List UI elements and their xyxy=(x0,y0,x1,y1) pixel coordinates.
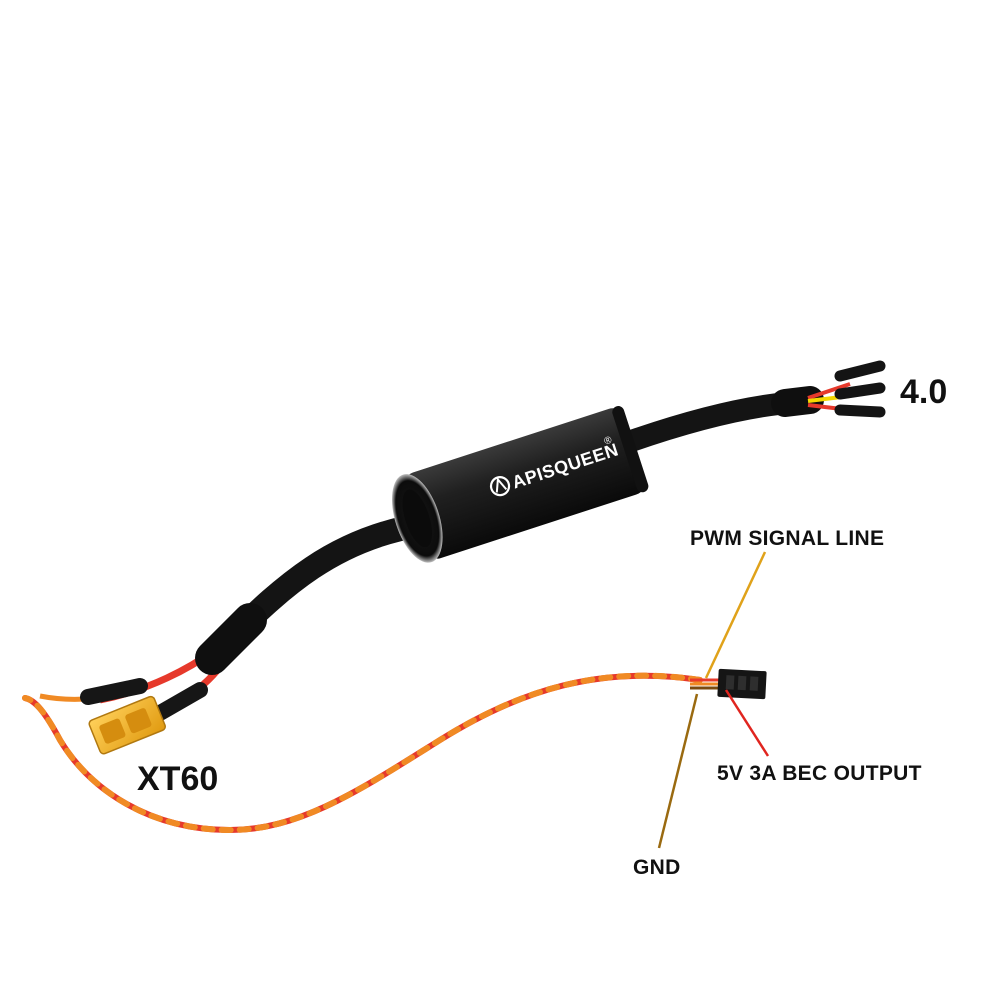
pwm-callout-line xyxy=(704,551,767,679)
servo-connector xyxy=(690,668,767,700)
gnd-label: GND xyxy=(633,856,681,879)
twisted-signal-wire xyxy=(22,672,703,834)
heat-shrink-sleeve xyxy=(80,678,148,705)
bec-output-label: 5V 3A BEC OUTPUT xyxy=(717,762,922,785)
brand-registered-mark: ® xyxy=(603,434,614,447)
bullet-connector-4-0 xyxy=(834,360,886,418)
pwm-signal-label: PWM SIGNAL LINE xyxy=(690,527,885,550)
xt60-connector xyxy=(88,695,166,755)
xt60-label: XT60 xyxy=(137,760,219,798)
connector-version-label: 4.0 xyxy=(900,373,948,411)
cable-boot xyxy=(195,603,267,675)
bec-callout-line xyxy=(724,689,770,757)
device-body xyxy=(391,406,649,563)
gnd-callout-line xyxy=(657,693,699,849)
heat-shrink-sleeve xyxy=(152,682,208,721)
cable-boot xyxy=(771,386,824,417)
